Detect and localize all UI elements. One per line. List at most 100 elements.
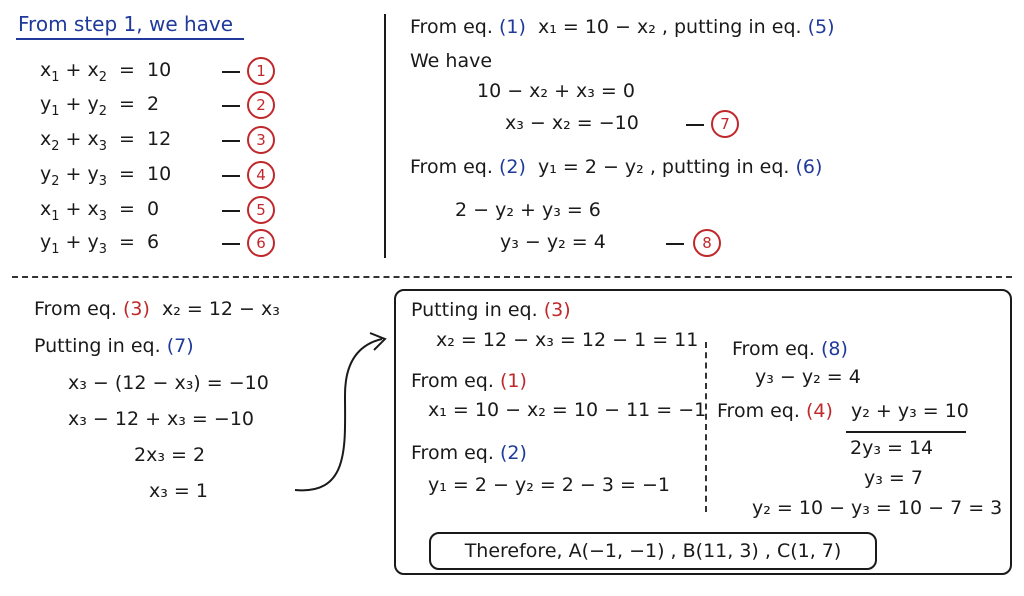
term: x	[87, 59, 99, 81]
subscript: 2	[98, 69, 107, 85]
equation-number-5: 5	[247, 196, 275, 224]
rhs: 10	[147, 163, 172, 185]
text: From eq.	[717, 400, 800, 422]
text: Putting in eq.	[411, 299, 538, 321]
eq-reference: (8)	[820, 338, 848, 360]
text: From eq.	[34, 298, 117, 320]
bottomleft-line-6: x₃ = 1	[149, 480, 208, 502]
eq-reference: (2)	[499, 442, 527, 464]
dash	[666, 243, 684, 245]
solution-box	[394, 289, 1012, 575]
box-line-p1: Putting in eq. (3)	[411, 301, 571, 320]
topright-line-5: From eq. (2) y₁ = 2 − y₂ , putting in eq…	[410, 158, 822, 177]
equation-5: x1 + x3 = 0	[40, 198, 160, 224]
subscript: 1	[51, 69, 60, 85]
topright-line-3: 10 − x₂ + x₃ = 0	[477, 80, 635, 102]
title-underline	[16, 38, 244, 40]
vertical-divider	[384, 14, 386, 258]
topright-line-7: y₃ − y₂ = 4	[500, 231, 606, 253]
subscript: 2	[51, 173, 60, 189]
term: x	[87, 128, 99, 150]
box-line-q4: 2y₃ = 14	[850, 437, 934, 459]
subscript: 3	[98, 208, 107, 224]
equation-3: x2 + x3 = 12	[40, 128, 172, 154]
equation-number-6: 6	[247, 229, 275, 257]
topright-line-6: 2 − y₂ + y₃ = 6	[455, 199, 601, 221]
subscript: 3	[98, 138, 107, 154]
eq-reference: (6)	[795, 156, 823, 178]
term: y	[40, 231, 52, 253]
term: x	[40, 128, 52, 150]
eq-reference: (7)	[166, 335, 194, 357]
equation-1: x1 + x2 = 10	[40, 59, 172, 85]
arrow-head	[369, 332, 387, 351]
subscript: 1	[51, 241, 60, 257]
equation-number-8: 8	[693, 229, 721, 257]
text: y₁ = 2 − y₂ , putting in eq.	[537, 156, 790, 178]
equation-4: y2 + y3 = 10	[40, 163, 172, 189]
equation-6: y1 + y3 = 6	[40, 231, 160, 257]
topright-line-4: x₃ − x₂ = −10	[505, 112, 639, 134]
bottomleft-line-4: x₃ − 12 + x₃ = −10	[68, 408, 254, 430]
box-line-p2: x₂ = 12 − x₃ = 12 − 1 = 11	[436, 329, 699, 351]
text: Putting in eq.	[34, 335, 161, 357]
box-line-q5: y₃ = 7	[864, 467, 923, 489]
box-line-q6: y₂ = 10 − y₃ = 10 − 7 = 3	[752, 497, 1003, 519]
text: x₂ = 12 − x₃	[161, 298, 280, 320]
step1-title: From step 1, we have	[18, 12, 234, 36]
rhs: 10	[147, 59, 172, 81]
equation-number-3: 3	[247, 126, 275, 154]
bottomleft-line-1: From eq. (3) x₂ = 12 − x₃	[34, 300, 280, 319]
topright-line-1: From eq. (1) x₁ = 10 − x₂ , putting in e…	[410, 18, 835, 37]
term: x	[87, 198, 99, 220]
subscript: 1	[51, 103, 60, 119]
term: y	[87, 93, 99, 115]
subscript: 2	[98, 103, 107, 119]
final-answer: Therefore, A(−1, −1) , B(11, 3) , C(1, 7…	[429, 532, 877, 570]
subscript: 1	[51, 208, 60, 224]
dash	[222, 175, 240, 177]
box-line-p6: y₁ = 2 − y₂ = 2 − 3 = −1	[428, 474, 670, 496]
eq-reference: (4)	[805, 400, 833, 422]
term: x	[40, 198, 52, 220]
text: From eq.	[410, 156, 493, 178]
equation-number-1: 1	[247, 57, 275, 85]
subscript: 3	[98, 173, 107, 189]
dash	[222, 210, 240, 212]
term: y	[87, 231, 99, 253]
term: x	[40, 59, 52, 81]
term: y	[40, 93, 52, 115]
term: y	[40, 163, 52, 185]
rhs: 2	[147, 93, 160, 115]
text: y₂ + y₃ = 10	[851, 400, 969, 422]
eq-reference: (3)	[122, 298, 150, 320]
sum-rule-line	[846, 431, 966, 433]
term: y	[87, 163, 99, 185]
section-divider	[12, 276, 1012, 278]
dash	[222, 105, 240, 107]
curved-arrow	[294, 332, 387, 492]
text: From eq.	[411, 370, 494, 392]
rhs: 0	[147, 198, 160, 220]
rhs: 12	[147, 128, 172, 150]
box-inner-divider	[705, 342, 707, 512]
text: From eq.	[411, 442, 494, 464]
text: From eq.	[410, 16, 493, 38]
equation-number-4: 4	[247, 161, 275, 189]
subscript: 3	[98, 241, 107, 257]
subscript: 2	[51, 138, 60, 154]
eq-reference: (1)	[498, 16, 526, 38]
box-line-q2: y₃ − y₂ = 4	[755, 366, 861, 388]
equation-number-7: 7	[711, 110, 739, 138]
box-line-p3: From eq. (1)	[411, 372, 527, 391]
box-line-q3: From eq. (4) y₂ + y₃ = 10	[717, 402, 969, 421]
box-line-q1: From eq. (8)	[732, 340, 848, 359]
eq-reference: (5)	[807, 16, 835, 38]
dash	[222, 71, 240, 73]
box-line-p5: From eq. (2)	[411, 444, 527, 463]
eq-reference: (3)	[543, 299, 571, 321]
dash	[222, 243, 240, 245]
bottomleft-line-3: x₃ − (12 − x₃) = −10	[68, 372, 269, 394]
text: From eq.	[732, 338, 815, 360]
arrow-curve	[294, 338, 383, 492]
